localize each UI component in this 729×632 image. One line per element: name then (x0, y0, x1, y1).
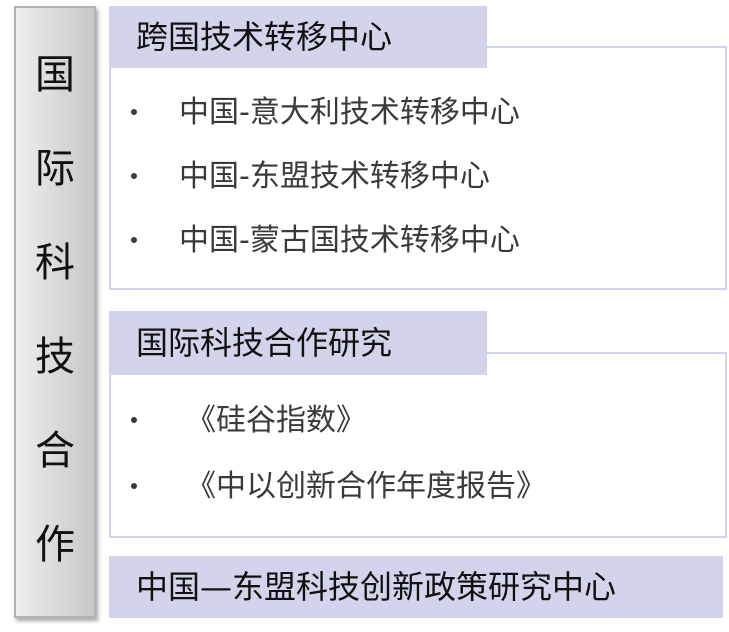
section2-list: 《硅谷指数》 《中以创新合作年度报告》 (111, 406, 725, 538)
list-item-text: 中国-蒙古国技术转移中心 (179, 223, 520, 258)
bullet-icon (131, 237, 137, 243)
sidebar-char: 际 (35, 146, 75, 192)
list-item: 中国-东盟技术转移中心 (111, 162, 725, 226)
list-item-text: 中国-东盟技术转移中心 (179, 159, 490, 194)
list-item-text: 《硅谷指数》 (186, 403, 366, 438)
sidebar-title-bar: 国 际 科 技 合 作 (14, 6, 96, 618)
section1-box: 中国-意大利技术转移中心 中国-东盟技术转移中心 中国-蒙古国技术转移中心 (109, 46, 727, 290)
bullet-icon (131, 173, 137, 179)
sidebar-char: 合 (35, 428, 75, 474)
section2-title: 国际科技合作研究 (109, 311, 487, 375)
list-item: 中国-蒙古国技术转移中心 (111, 226, 725, 290)
list-item: 中国-意大利技术转移中心 (111, 98, 725, 162)
sidebar-char: 技 (35, 334, 75, 380)
sidebar-char: 科 (35, 240, 75, 286)
bullet-icon (131, 483, 137, 489)
sidebar-char: 作 (35, 522, 75, 568)
section3-title: 中国—东盟科技创新政策研究中心 (109, 556, 723, 618)
bullet-icon (131, 109, 137, 115)
section1-list: 中国-意大利技术转移中心 中国-东盟技术转移中心 中国-蒙古国技术转移中心 (111, 98, 725, 290)
sidebar-char: 国 (35, 52, 75, 98)
list-item: 《硅谷指数》 (111, 406, 725, 472)
section1-title: 跨国技术转移中心 (109, 6, 487, 68)
list-item: 《中以创新合作年度报告》 (111, 472, 725, 538)
list-item-text: 中国-意大利技术转移中心 (179, 95, 520, 130)
section2-box: 《硅谷指数》 《中以创新合作年度报告》 (109, 352, 727, 538)
bullet-icon (131, 417, 137, 423)
list-item-text: 《中以创新合作年度报告》 (186, 469, 546, 504)
